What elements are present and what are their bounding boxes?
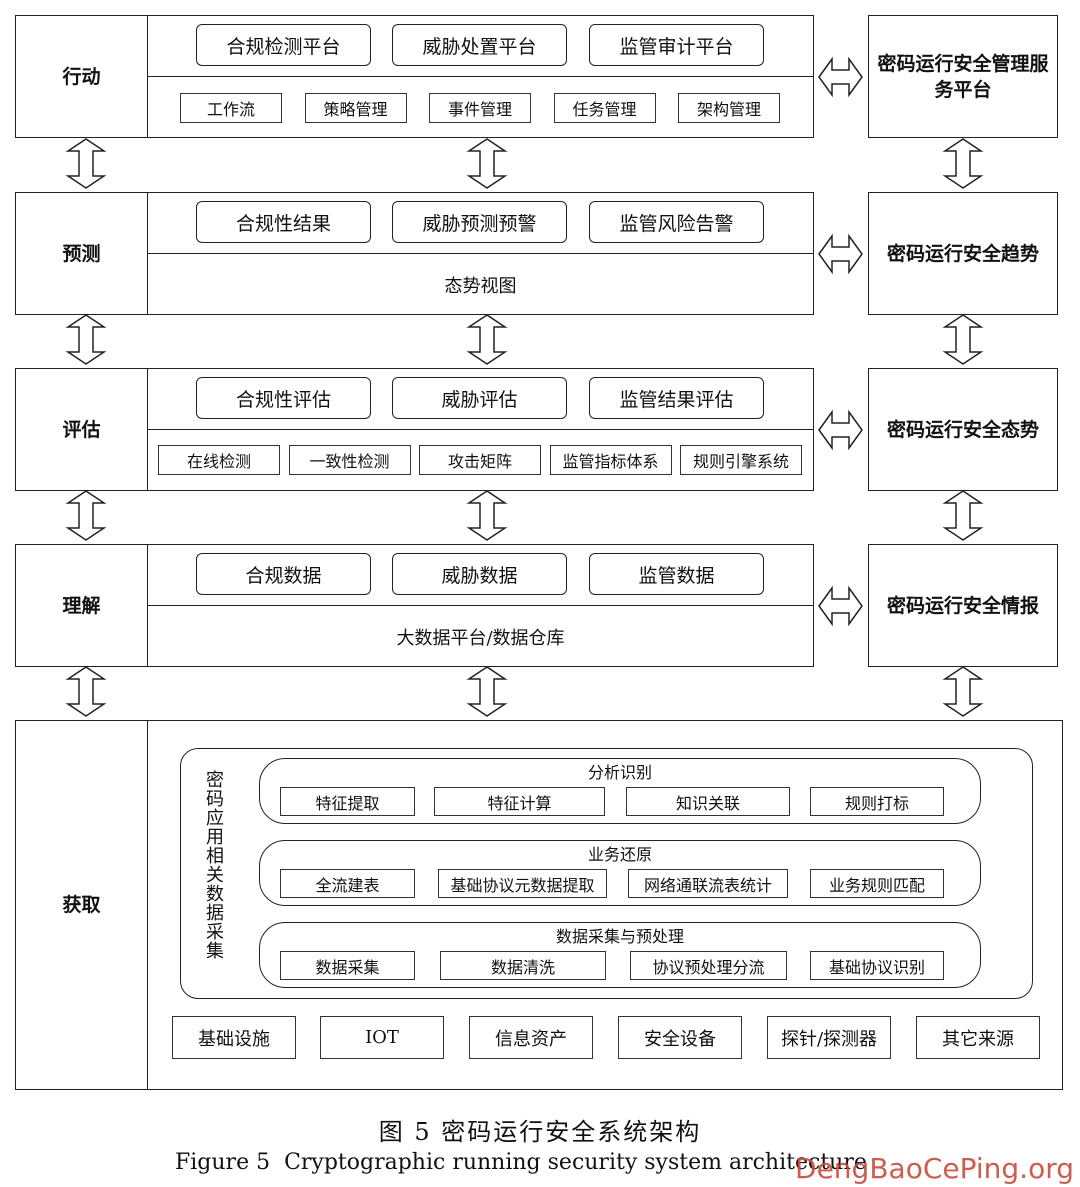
collection-item: 特征计算 bbox=[434, 787, 605, 816]
double-arrow-vertical bbox=[466, 138, 508, 189]
layer-label-action: 行动 bbox=[15, 15, 148, 138]
layer-label-acquire: 获取 bbox=[15, 720, 148, 1090]
collection-container bbox=[180, 748, 1033, 999]
double-arrow-vertical bbox=[466, 666, 508, 717]
collection-item: 基础协议元数据提取 bbox=[438, 869, 607, 898]
double-arrow-horizontal bbox=[818, 409, 863, 450]
secondary-box: 在线检测 bbox=[158, 445, 280, 475]
double-arrow-vertical bbox=[466, 314, 508, 365]
primary-box: 威胁数据 bbox=[392, 553, 567, 595]
double-arrow-vertical bbox=[65, 314, 107, 365]
collection-item: 协议预处理分流 bbox=[630, 951, 787, 980]
primary-box: 监管风险告警 bbox=[589, 201, 764, 243]
right-box-predict: 密码运行安全趋势 bbox=[868, 192, 1058, 315]
collection-item: 规则打标 bbox=[810, 787, 944, 816]
secondary-box: 一致性检测 bbox=[288, 445, 411, 475]
primary-box: 威胁处置平台 bbox=[392, 24, 567, 66]
secondary-box: 架构管理 bbox=[678, 93, 780, 123]
double-arrow-horizontal bbox=[818, 233, 863, 274]
data-source-box: 基础设施 bbox=[172, 1016, 296, 1059]
layer-label-predict: 预测 bbox=[15, 192, 148, 315]
figure-caption-en: Figure 5 Cryptographic running security … bbox=[175, 1150, 867, 1175]
collection-group-title: 数据采集与预处理 bbox=[555, 927, 684, 946]
double-arrow-vertical bbox=[942, 666, 984, 717]
collection-group bbox=[259, 758, 981, 824]
layer-label-assess: 评估 bbox=[15, 368, 148, 491]
secondary-box: 监管指标体系 bbox=[549, 445, 672, 475]
layer-divider bbox=[147, 605, 814, 606]
primary-box: 威胁预测预警 bbox=[392, 201, 567, 243]
double-arrow-vertical bbox=[942, 490, 984, 541]
data-source-box: 其它来源 bbox=[916, 1016, 1040, 1059]
double-arrow-vertical bbox=[65, 490, 107, 541]
primary-box: 合规性结果 bbox=[196, 201, 371, 243]
collection-item: 数据清洗 bbox=[440, 951, 606, 980]
right-box-assess: 密码运行安全态势 bbox=[868, 368, 1058, 491]
secondary-box: 事件管理 bbox=[429, 93, 531, 123]
right-box-action: 密码运行安全管理服务平台 bbox=[868, 15, 1058, 138]
double-arrow-vertical bbox=[942, 314, 984, 365]
secondary-box: 攻击矩阵 bbox=[419, 445, 541, 475]
secondary-box: 任务管理 bbox=[553, 93, 656, 123]
secondary-box: 规则引擎系统 bbox=[680, 445, 802, 475]
layer-bottom-text: 大数据平台/数据仓库 bbox=[396, 627, 565, 649]
data-source-box: IOT bbox=[320, 1016, 444, 1059]
collection-group bbox=[259, 922, 981, 988]
primary-box: 合规检测平台 bbox=[196, 24, 371, 66]
collection-group bbox=[259, 840, 981, 906]
collection-item: 知识关联 bbox=[626, 787, 790, 816]
double-arrow-horizontal bbox=[818, 56, 863, 97]
secondary-box: 工作流 bbox=[180, 93, 282, 123]
primary-box: 合规数据 bbox=[196, 553, 371, 595]
collection-item: 基础协议识别 bbox=[810, 951, 944, 980]
primary-box: 合规性评估 bbox=[196, 377, 371, 419]
collection-item: 数据采集 bbox=[280, 951, 415, 980]
layer-divider bbox=[147, 76, 814, 77]
primary-box: 监管数据 bbox=[589, 553, 764, 595]
double-arrow-vertical bbox=[466, 490, 508, 541]
primary-box: 监管审计平台 bbox=[589, 24, 764, 66]
data-source-box: 探针/探测器 bbox=[767, 1016, 891, 1059]
double-arrow-vertical bbox=[65, 666, 107, 717]
data-source-box: 信息资产 bbox=[469, 1016, 593, 1059]
primary-box: 威胁评估 bbox=[392, 377, 567, 419]
layer-label-understand: 理解 bbox=[15, 544, 148, 667]
collection-item: 业务规则匹配 bbox=[810, 869, 944, 898]
secondary-box: 策略管理 bbox=[304, 93, 407, 123]
layer-divider bbox=[147, 429, 814, 430]
figure-caption-zh: 图 5 密码运行安全系统架构 bbox=[378, 1117, 702, 1146]
collection-item: 网络通联流表统计 bbox=[628, 869, 788, 898]
collection-title-vertical: 密码应用相关数据采集 bbox=[206, 770, 224, 962]
collection-group-title: 分析识别 bbox=[587, 763, 652, 782]
data-source-box: 安全设备 bbox=[618, 1016, 742, 1059]
right-box-understand: 密码运行安全情报 bbox=[868, 544, 1058, 667]
layer-bottom-text: 态势视图 bbox=[444, 275, 517, 297]
double-arrow-vertical bbox=[942, 138, 984, 189]
primary-box: 监管结果评估 bbox=[589, 377, 764, 419]
watermark: DengBaoCePing.org bbox=[795, 1152, 1074, 1185]
collection-item: 全流建表 bbox=[280, 869, 415, 898]
layer-divider bbox=[147, 253, 814, 254]
double-arrow-horizontal bbox=[818, 585, 863, 626]
collection-item: 特征提取 bbox=[280, 787, 415, 816]
double-arrow-vertical bbox=[65, 138, 107, 189]
collection-group-title: 业务还原 bbox=[587, 845, 652, 864]
